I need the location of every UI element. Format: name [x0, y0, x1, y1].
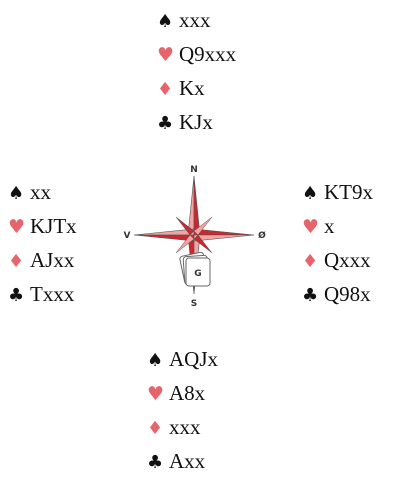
diamond-icon: ♦ [8, 251, 25, 272]
west-hearts-row: ♥KJTx [8, 212, 77, 240]
east-spades: KT9x [324, 180, 373, 204]
north-clubs: KJx [179, 110, 213, 134]
west-diamonds: AJxx [30, 248, 75, 272]
south-hearts-row: ♥A8x [147, 379, 205, 407]
east-clubs-row: ♣Q98x [302, 280, 371, 308]
spade-icon: ♠ [147, 350, 164, 371]
compass-logo-letter: G [194, 269, 201, 279]
spade-icon: ♠ [8, 183, 25, 204]
west-clubs-row: ♣Txxx [8, 280, 74, 308]
south-clubs-row: ♣Axx [147, 447, 205, 475]
diamond-icon: ♦ [302, 251, 319, 272]
west-spades: xx [30, 180, 51, 204]
north-hearts-row: ♥Q9xxx [157, 40, 236, 68]
heart-icon: ♥ [8, 216, 26, 238]
west-spades-row: ♠xx [8, 178, 51, 206]
east-hearts-row: ♥x [302, 212, 335, 240]
north-hearts: Q9xxx [179, 42, 237, 66]
north-diamonds: Kx [179, 76, 205, 100]
club-icon: ♣ [147, 452, 164, 473]
club-icon: ♣ [302, 285, 319, 306]
south-diamonds: xxx [169, 415, 201, 439]
spade-icon: ♠ [302, 183, 319, 204]
south-spades-row: ♠AQJx [147, 345, 218, 373]
east-diamonds: Qxxx [324, 248, 371, 272]
compass-west-label: V [124, 231, 131, 241]
west-hearts: KJTx [30, 214, 77, 238]
card-logo-icon [179, 251, 211, 287]
north-spades: xxx [179, 8, 211, 32]
club-icon: ♣ [8, 285, 25, 306]
heart-icon: ♥ [157, 44, 175, 66]
heart-icon: ♥ [302, 216, 320, 238]
north-spades-row: ♠xxx [157, 6, 211, 34]
north-diamonds-row: ♦Kx [157, 74, 205, 102]
club-icon: ♣ [157, 113, 174, 134]
south-clubs: Axx [169, 449, 206, 473]
south-diamonds-row: ♦xxx [147, 413, 201, 441]
west-diamonds-row: ♦AJxx [8, 246, 74, 274]
diamond-icon: ♦ [157, 79, 174, 100]
spade-icon: ♠ [157, 11, 174, 32]
diamond-icon: ♦ [147, 418, 164, 439]
west-clubs: Txxx [30, 282, 75, 306]
compass-east-label: Ø [258, 230, 266, 241]
compass-south-label: S [191, 299, 197, 309]
south-hearts: A8x [169, 381, 206, 405]
south-spades: AQJx [169, 347, 219, 371]
compass-star [133, 175, 255, 295]
east-hearts: x [324, 214, 335, 238]
compass-rose-icon: G N S V Ø [124, 165, 267, 309]
north-clubs-row: ♣KJx [157, 108, 213, 136]
east-diamonds-row: ♦Qxxx [302, 246, 371, 274]
compass-north-label: N [190, 165, 198, 175]
east-spades-row: ♠KT9x [302, 178, 373, 206]
heart-icon: ♥ [147, 383, 165, 405]
east-clubs: Q98x [324, 282, 371, 306]
